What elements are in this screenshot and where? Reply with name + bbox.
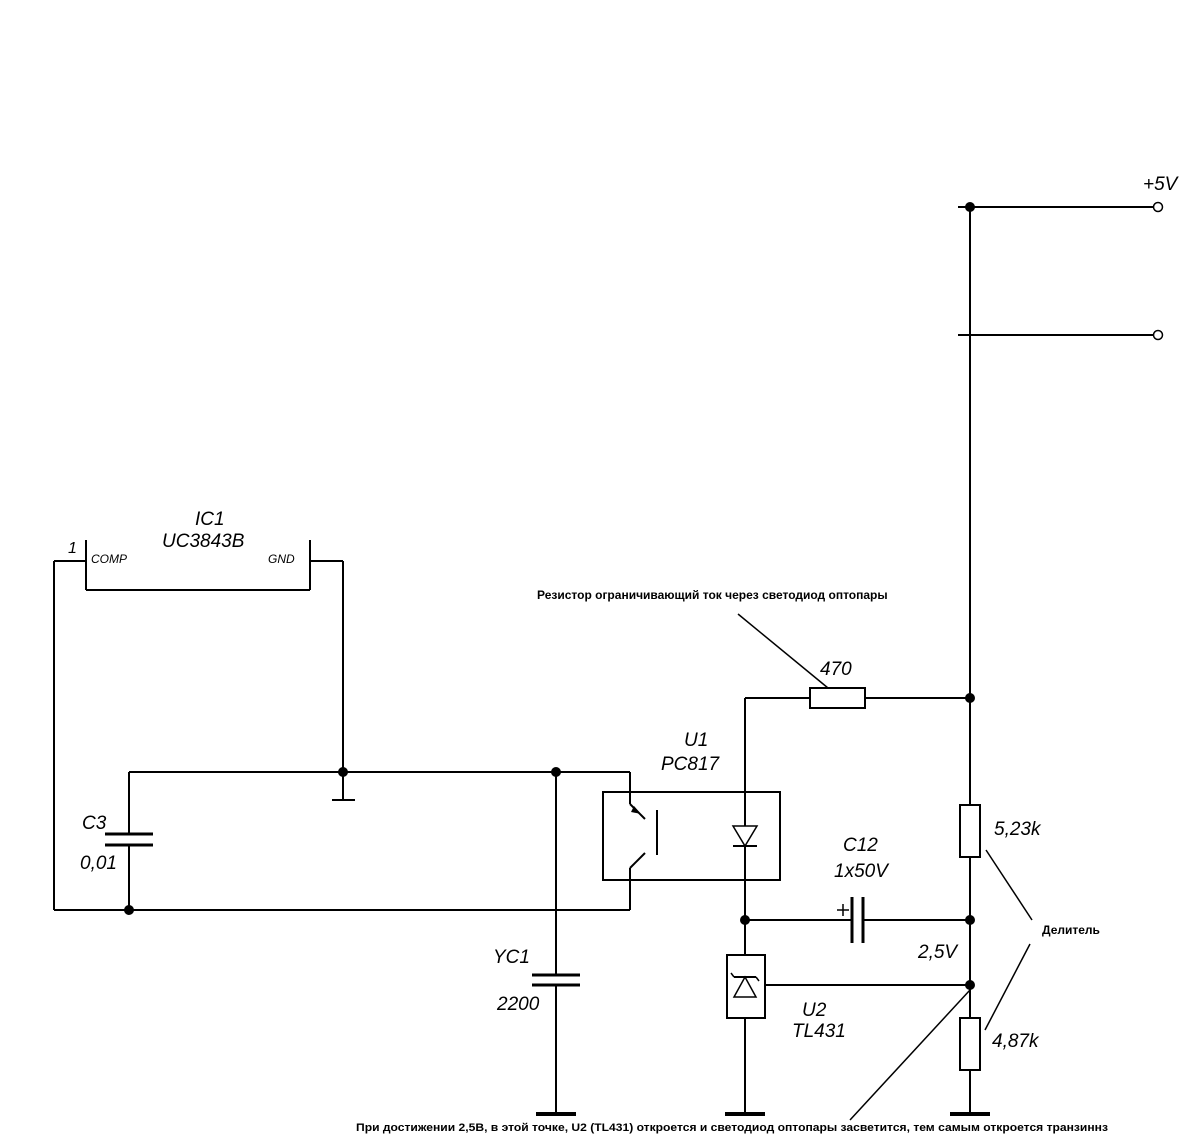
yc1-name: YC1 (493, 947, 530, 968)
ic1-body (53, 540, 355, 910)
ic1-name: IC1 (195, 509, 225, 530)
ic1-pin-comp-label: COMP (91, 552, 127, 566)
node-voltage-label: 2,5V (917, 942, 959, 963)
r-top-resistor (959, 804, 981, 1018)
yc1-value: 2200 (496, 994, 540, 1015)
plus5v-terminal (1152, 201, 1164, 213)
u1-part: PC817 (661, 754, 721, 775)
output-terminal (1152, 329, 1164, 341)
ic1-pin1-label: 1 (68, 540, 77, 557)
u1-optocoupler (602, 698, 781, 958)
u2-tl431 (726, 954, 970, 1112)
c12-capacitor (740, 897, 970, 943)
u2-part: TL431 (792, 1021, 846, 1042)
c12-value: 1x50V (834, 861, 890, 882)
c3-name: C3 (82, 813, 107, 834)
divider-leader-bottom (984, 943, 1031, 1031)
c3-capacitor (105, 772, 153, 910)
bottom-note: При достижении 2,5В, в этой точке, U2 (T… (356, 1122, 1109, 1134)
power-rail (958, 201, 1164, 805)
r470-note-leader (737, 613, 829, 689)
ic1-pin-gnd-label: GND (268, 552, 295, 566)
r-top-value: 5,23k (994, 819, 1042, 840)
bottom-note-leader (849, 989, 971, 1121)
divider-leader-top (985, 849, 1033, 921)
r470-resistor (745, 687, 975, 709)
r-bottom-value: 4,87k (992, 1031, 1040, 1052)
divider-label: Делитель (1042, 923, 1100, 937)
yc1-capacitor (532, 772, 580, 1112)
plus5v-label: +5V (1143, 174, 1180, 195)
r-bottom-resistor (959, 1017, 981, 1112)
u2-name: U2 (802, 1000, 827, 1021)
r470-value: 470 (820, 659, 852, 680)
r470-note: Резистор ограничивающий ток через светод… (537, 588, 888, 602)
c12-name: C12 (843, 835, 878, 856)
ic1-part: UC3843B (162, 531, 245, 552)
c3-value: 0,01 (80, 853, 117, 874)
u1-name: U1 (684, 730, 708, 751)
